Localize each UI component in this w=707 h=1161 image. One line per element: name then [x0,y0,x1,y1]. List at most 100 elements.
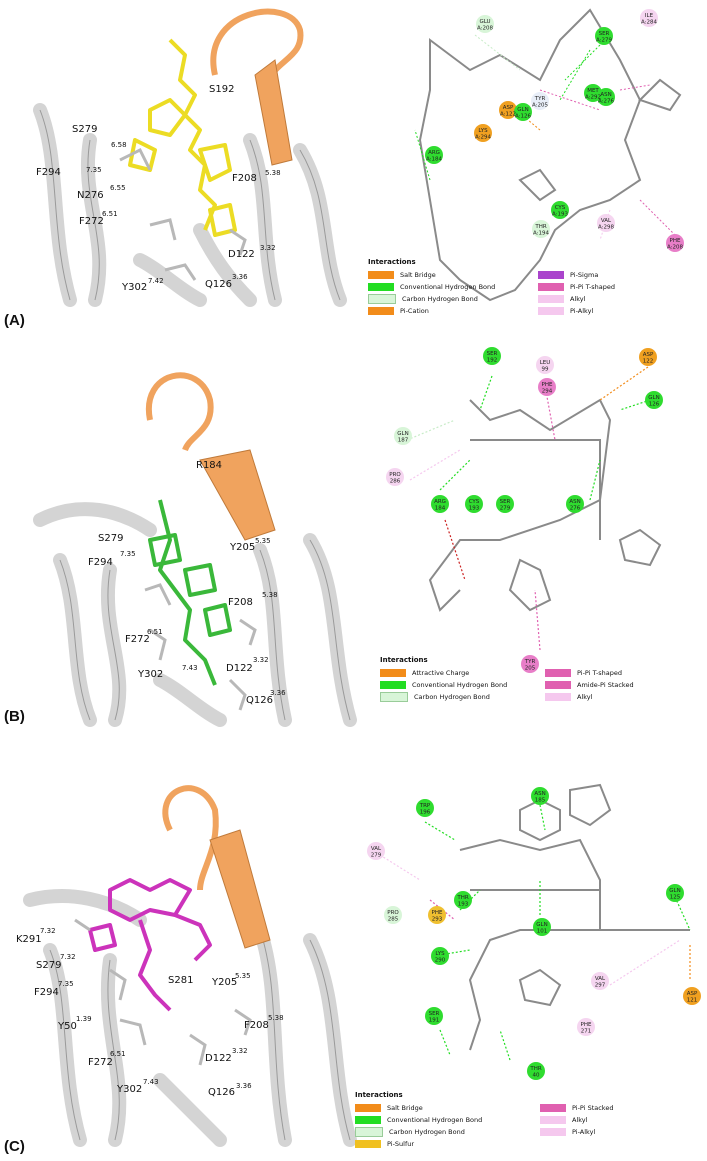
legend-item: Conventional Hydrogen Bond [355,1115,482,1125]
residue-labels-c: K291 7.32 S279 7.32 F294 7.35 S281 Y205 … [16,927,284,1098]
legend-item: Pi-Pi Stacked [540,1103,613,1113]
legend-item: Amide-Pi Stacked [545,680,634,690]
residue-label: S281 [168,975,193,986]
residue-node-label: 193 [458,902,469,908]
receptor-ribbon-outlines [49,929,351,1141]
residue-node-label: SER [429,1011,440,1017]
residue-label: R184 [196,460,222,471]
ecl2-loop [162,785,219,891]
legend-b: Interactions Attractive Charge Conventio… [380,656,700,712]
residue-node-label: A:122 [500,112,516,118]
ecl2-beta-strand [199,449,276,541]
interaction-diagram-c: TRP196ASN185VAL279PRO285PHE293THR193GLN1… [367,783,701,1080]
residue-node-label: 293 [432,917,443,923]
side-chain-sticks [144,583,257,711]
ecl2-loop [210,8,304,91]
legend-item: Pi-Cation [368,306,429,316]
residue-label: F294 [88,557,113,568]
residue-node-label: CYS [555,205,566,211]
legend-c: Interactions Salt Bridge Conventional Hy… [355,1091,700,1149]
residue-node-label: ASN [600,92,611,98]
residue-node-label: 125 [670,895,681,901]
residue-label-position: 5.38 [262,591,278,599]
panel-label: (C) [4,1138,25,1155]
residue-node-label: GLN [648,395,659,401]
residue-node-label: ILE [645,13,654,19]
residue-node-label: PHE [581,1022,592,1028]
residue-node-label: A:126 [515,114,532,120]
residue-node-label: VAL [595,976,606,982]
residue-node-label: 276 [570,506,581,512]
residue-label: Y50 [57,1021,77,1032]
residue-nodes-b: LEU99SER192ASP122PHE294GLN126GLN187PRO28… [386,347,663,673]
panel-label: (B) [4,708,25,725]
residue-label: Y205 [211,977,237,988]
legend-item: Pi-Sulfur [355,1139,414,1149]
residue-node-label: ASP [687,991,698,997]
residue-node-label: A:294 [475,135,492,141]
residue-label-position: 7.35 [120,550,136,558]
panel-a: S192 S279 6.58 F294 7.35 N276 6.55 F208 … [0,0,707,330]
residue-label-position: 7.42 [148,277,164,285]
residue-label: Y205 [229,542,255,553]
residue-node-label: 294 [542,389,553,395]
residue-node-label: 285 [388,917,399,923]
residue-label: F272 [88,1057,113,1068]
residue-node-label: GLN [517,107,528,113]
residue-label: D122 [226,663,253,674]
residue-node-label: A:292 [585,95,601,101]
residue-node-label: 191 [429,1018,440,1024]
residue-label: F272 [125,634,150,645]
residue-label-position: 3.36 [232,273,248,281]
residue-node-label: A:284 [641,20,658,26]
panel-c-artwork: K291 7.32 S279 7.32 F294 7.35 S281 Y205 … [16,783,701,1147]
residue-label-position: 7.32 [40,927,56,935]
residue-node-label: THR [456,895,468,901]
residue-node-label: 126 [649,402,660,408]
ligand-sticks [128,38,237,237]
residue-label: F208 [228,597,253,608]
legend-item: Carbon Hydrogen Bond [380,692,490,702]
residue-label-position: 3.32 [260,244,276,252]
residue-label-position: 7.32 [60,953,76,961]
residue-label: Q126 [246,695,273,706]
legend-item: Alkyl [538,294,585,304]
residue-node-label: LEU [540,360,551,366]
residue-node-label: ASP [503,105,514,111]
residue-node-label: A:208 [477,26,494,32]
residue-label-position: 6.51 [147,628,163,636]
residue-label: D122 [228,249,255,260]
residue-label-position: 3.36 [236,1082,252,1090]
residue-node-label: 184 [435,506,446,512]
legend-item: Carbon Hydrogen Bond [355,1127,465,1137]
residue-node-label: SER [599,31,610,37]
residue-label: F294 [34,987,59,998]
residue-label-position: 6.51 [102,210,118,218]
legend-item: Alkyl [545,692,592,702]
legend-item: Alkyl [540,1115,587,1125]
residue-node-label: 187 [398,438,409,444]
residue-label: S279 [98,533,123,544]
residue-label: Y302 [137,669,163,680]
residue-node-label: PRO [389,472,401,478]
receptor-ribbon-outlines [59,539,351,721]
residue-node-label: 279 [500,506,511,512]
residue-label: F208 [232,173,257,184]
residue-node-label: GLN [397,431,408,437]
residue-label-position: 3.36 [270,689,286,697]
legend-item: Pi-Sigma [538,270,598,280]
residue-node-label: MET [587,88,599,94]
residue-node-label: 122 [643,359,654,365]
ligand-sticks [148,499,232,686]
residue-node-label: THR [529,1066,541,1072]
ecl2-beta-strand [209,829,271,949]
residue-label: K291 [16,934,42,945]
residue-label: Q126 [205,279,232,290]
residue-node-label: A:194 [533,231,550,237]
residue-node-label: A:184 [426,157,443,163]
residue-label-position: 7.35 [86,166,102,174]
residue-label: F208 [244,1020,269,1031]
legend-item: Carbon Hydrogen Bond [368,294,478,304]
ligand-sticks [88,878,212,1012]
residue-node-label: LYS [478,128,488,134]
